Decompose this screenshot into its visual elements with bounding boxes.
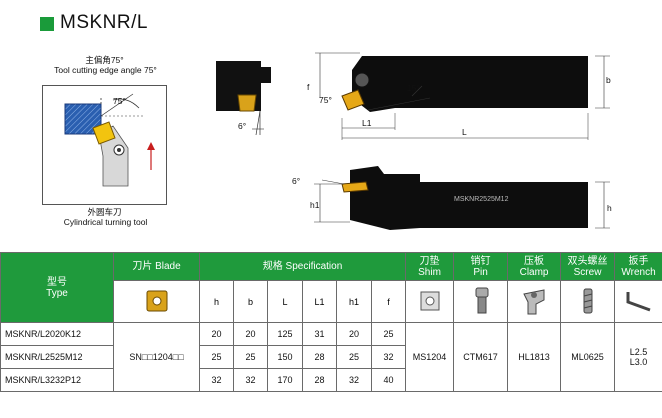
table-row-type: MSKNR/L3232P12 [0, 368, 114, 392]
top-view-75-label: 75° [319, 95, 332, 105]
table-cell: 32 [199, 368, 234, 392]
spec-col-b: b [233, 280, 268, 323]
spec-table: 型号 Type 刀片 Blade 规格 Specification 刀垫 Shi… [0, 252, 662, 392]
wrench-value: L2.5 L3.0 [614, 322, 662, 392]
title-square-icon [40, 17, 54, 31]
table-cell: 170 [267, 368, 303, 392]
side-view-h-label: h [607, 203, 612, 213]
type-header: 型号 Type [0, 252, 114, 323]
pin-header: 销钉 Pin [453, 252, 509, 281]
wrench-header-cn: 扳手 [628, 255, 649, 267]
spec-col-L1: L1 [302, 280, 337, 323]
clamp-header-en: Clamp [519, 266, 549, 278]
table-cell: 32 [336, 368, 372, 392]
shim-value: MS1204 [405, 322, 455, 392]
table-cell: 28 [302, 345, 337, 369]
end-view-drawing [216, 61, 271, 136]
wrench-header-en: Wrench [621, 266, 656, 278]
table-row-type: MSKNR/L2525M12 [0, 345, 114, 369]
spec-col-f: f [370, 280, 407, 323]
table-cell: 40 [370, 368, 407, 392]
figure-caption-bottom-cn: 外圆车刀 [87, 207, 122, 217]
table-cell: 25 [336, 345, 372, 369]
top-view-15-label: 15° [407, 83, 420, 93]
pin-value: CTM617 [453, 322, 509, 392]
pin-header-en: Pin [473, 266, 488, 278]
blade-value: SN□□1204□□ [113, 322, 200, 392]
screw-value: ML0625 [560, 322, 616, 392]
blade-header: 刀片 Blade [113, 252, 200, 281]
shim-header-cn: 刀垫 [419, 255, 440, 267]
spec-col-h1: h1 [336, 280, 372, 323]
clamp-value: HL1813 [507, 322, 562, 392]
table-cell: 32 [233, 368, 268, 392]
table-cell: 20 [233, 322, 268, 346]
wrench-value-2: L3.0 [629, 357, 648, 367]
top-view-L-label: L [462, 127, 467, 137]
table-row-type: MSKNR/L2020K12 [0, 322, 114, 346]
figure-caption-bottom-en: Cylindrical turning tool [63, 217, 148, 227]
wrench-value-1: L2.5 [629, 347, 648, 357]
spec-col-h: h [199, 280, 234, 323]
spec-col-L: L [267, 280, 303, 323]
type-header-en: Type [46, 287, 68, 299]
angle-75-label: 75° [113, 96, 126, 106]
screw-icon [560, 280, 616, 323]
wrench-header: 扳手 Wrench [614, 252, 662, 281]
pin-icon [453, 280, 509, 323]
end-view-angle-label: 6° [238, 121, 247, 131]
wrench-icon [614, 280, 662, 323]
side-view-drawing [314, 166, 610, 230]
side-view-angle-label: 6° [292, 176, 301, 186]
figure-caption-top-en: Tool cutting edge angle 75° [54, 65, 157, 75]
table-cell: 31 [302, 322, 337, 346]
table-cell: 25 [199, 345, 234, 369]
spec-header: 规格 Specification [198, 252, 407, 281]
table-cell: 125 [267, 322, 303, 346]
side-view-h1-label: h1 [310, 200, 320, 210]
shim-icon [405, 280, 455, 323]
table-cell: 150 [267, 345, 303, 369]
turning-tool-figure: 75° [42, 85, 167, 205]
top-view-b-label: b [606, 75, 611, 85]
clamp-header-cn: 压板 [524, 255, 545, 267]
blade-insert-icon [113, 280, 200, 323]
page-title: MSKNR/L [60, 12, 148, 33]
table-cell: 20 [199, 322, 234, 346]
type-header-cn: 型号 [47, 276, 67, 288]
top-view-f-label: f [307, 82, 310, 92]
table-cell: 20 [336, 322, 372, 346]
clamp-header: 压板 Clamp [507, 252, 562, 281]
top-view-drawing [315, 52, 610, 140]
table-cell: 28 [302, 368, 337, 392]
shim-header-en: Shim [418, 266, 441, 278]
table-cell: 32 [370, 345, 407, 369]
top-view-L1-label: L1 [362, 118, 372, 128]
figure-caption-top-cn: 主偏角75° [85, 55, 124, 65]
turning-tool-illustration [64, 93, 155, 187]
screw-header-cn: 双头螺丝 [567, 255, 608, 267]
pin-header-cn: 销钉 [470, 255, 491, 267]
table-cell: 25 [233, 345, 268, 369]
side-view-marking: MSKNR2525M12 [454, 196, 509, 203]
shim-header: 刀垫 Shim [405, 252, 455, 281]
screw-header: 双头螺丝 Screw [560, 252, 616, 281]
table-cell: 25 [370, 322, 407, 346]
clamp-icon [507, 280, 562, 323]
screw-header-en: Screw [573, 266, 602, 278]
